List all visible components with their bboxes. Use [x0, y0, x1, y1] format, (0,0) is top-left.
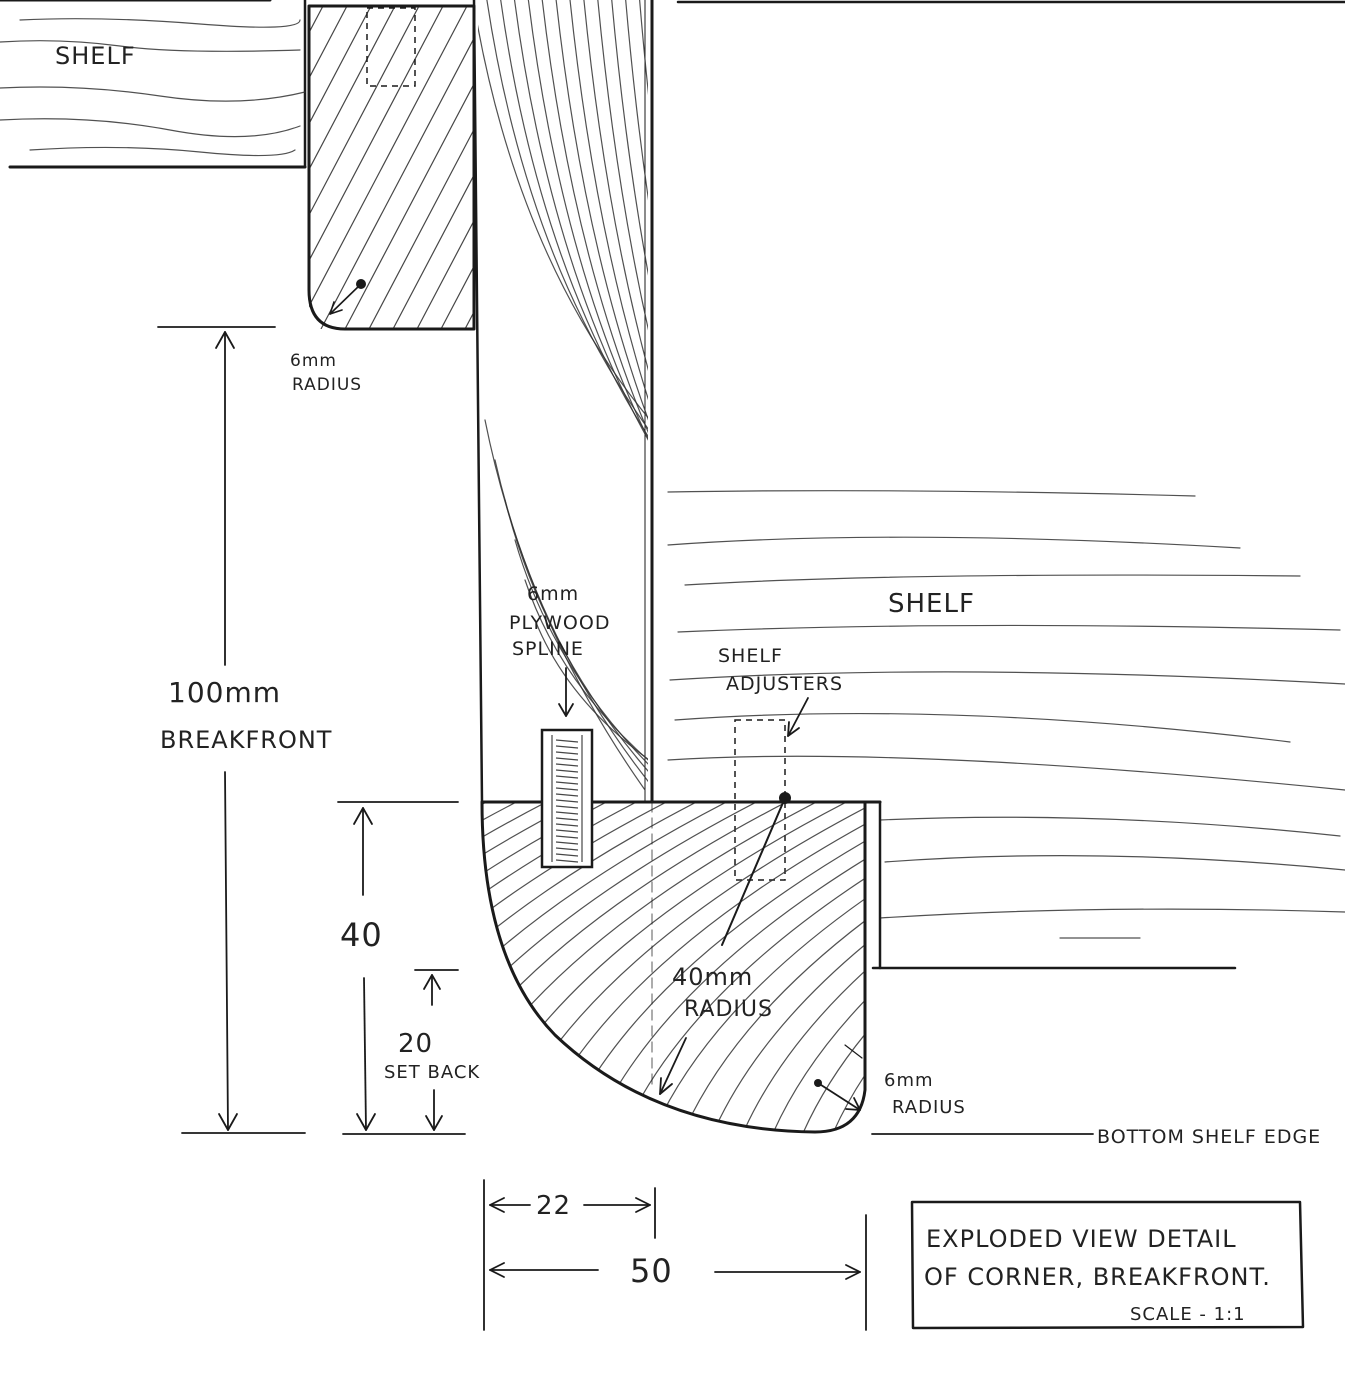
bottom-shelf-edge-label: BOTTOM SHELF EDGE — [1097, 1126, 1321, 1148]
radius-label-bottom-1: 6mm — [884, 1070, 934, 1091]
adjusters-label-1: SHELF — [718, 645, 783, 667]
shelf-label-top-left: SHELF — [55, 42, 136, 70]
dim-40-label: 40 — [340, 916, 383, 954]
dimension-100mm — [157, 326, 306, 1134]
radius-40-label-1: 40mm — [672, 963, 753, 991]
top-dowel-hole — [366, 7, 416, 87]
dim-22-label: 22 — [536, 1191, 571, 1221]
title-line-2: OF CORNER, BREAKFRONT. — [924, 1263, 1271, 1291]
top-left-shelf — [0, 0, 307, 169]
top-hatched-block — [307, 4, 476, 331]
spline-label-2: PLYWOOD — [509, 612, 610, 634]
dimension-50 — [489, 1214, 867, 1331]
shelf-label-right: SHELF — [888, 589, 975, 619]
spline-label-3: SPLINE — [512, 638, 584, 660]
setback-label-1: 20 — [398, 1029, 433, 1059]
spline-arrow — [558, 667, 574, 717]
dimension-22 — [483, 1179, 656, 1331]
breakfront-label-2: BREAKFRONT — [160, 726, 332, 754]
dimension-20 — [414, 969, 459, 1131]
shelf-adjuster-hole — [734, 719, 786, 881]
dimension-40 — [337, 801, 466, 1135]
title-block — [910, 1200, 1305, 1330]
dim-50-label: 50 — [630, 1252, 673, 1290]
vertical-side-panel — [472, 0, 654, 804]
adjusters-arrow — [787, 697, 809, 737]
radius-label-top-1: 6mm — [290, 351, 337, 371]
title-scale: SCALE - 1:1 — [1130, 1304, 1246, 1325]
spline-label-1: 6mm — [527, 583, 579, 605]
plywood-spline — [540, 728, 594, 869]
title-line-1: EXPLODED VIEW DETAIL — [926, 1225, 1237, 1253]
radius-label-top-2: RADIUS — [292, 375, 362, 395]
radius-label-bottom-2: RADIUS — [892, 1097, 966, 1118]
setback-label-2: SET BACK — [384, 1062, 480, 1083]
right-shelf — [650, 490, 1345, 970]
radius-40-label-2: RADIUS — [684, 997, 773, 1022]
breakfront-label-1: 100mm — [168, 676, 281, 709]
adjusters-label-2: ADJUSTERS — [726, 673, 843, 695]
